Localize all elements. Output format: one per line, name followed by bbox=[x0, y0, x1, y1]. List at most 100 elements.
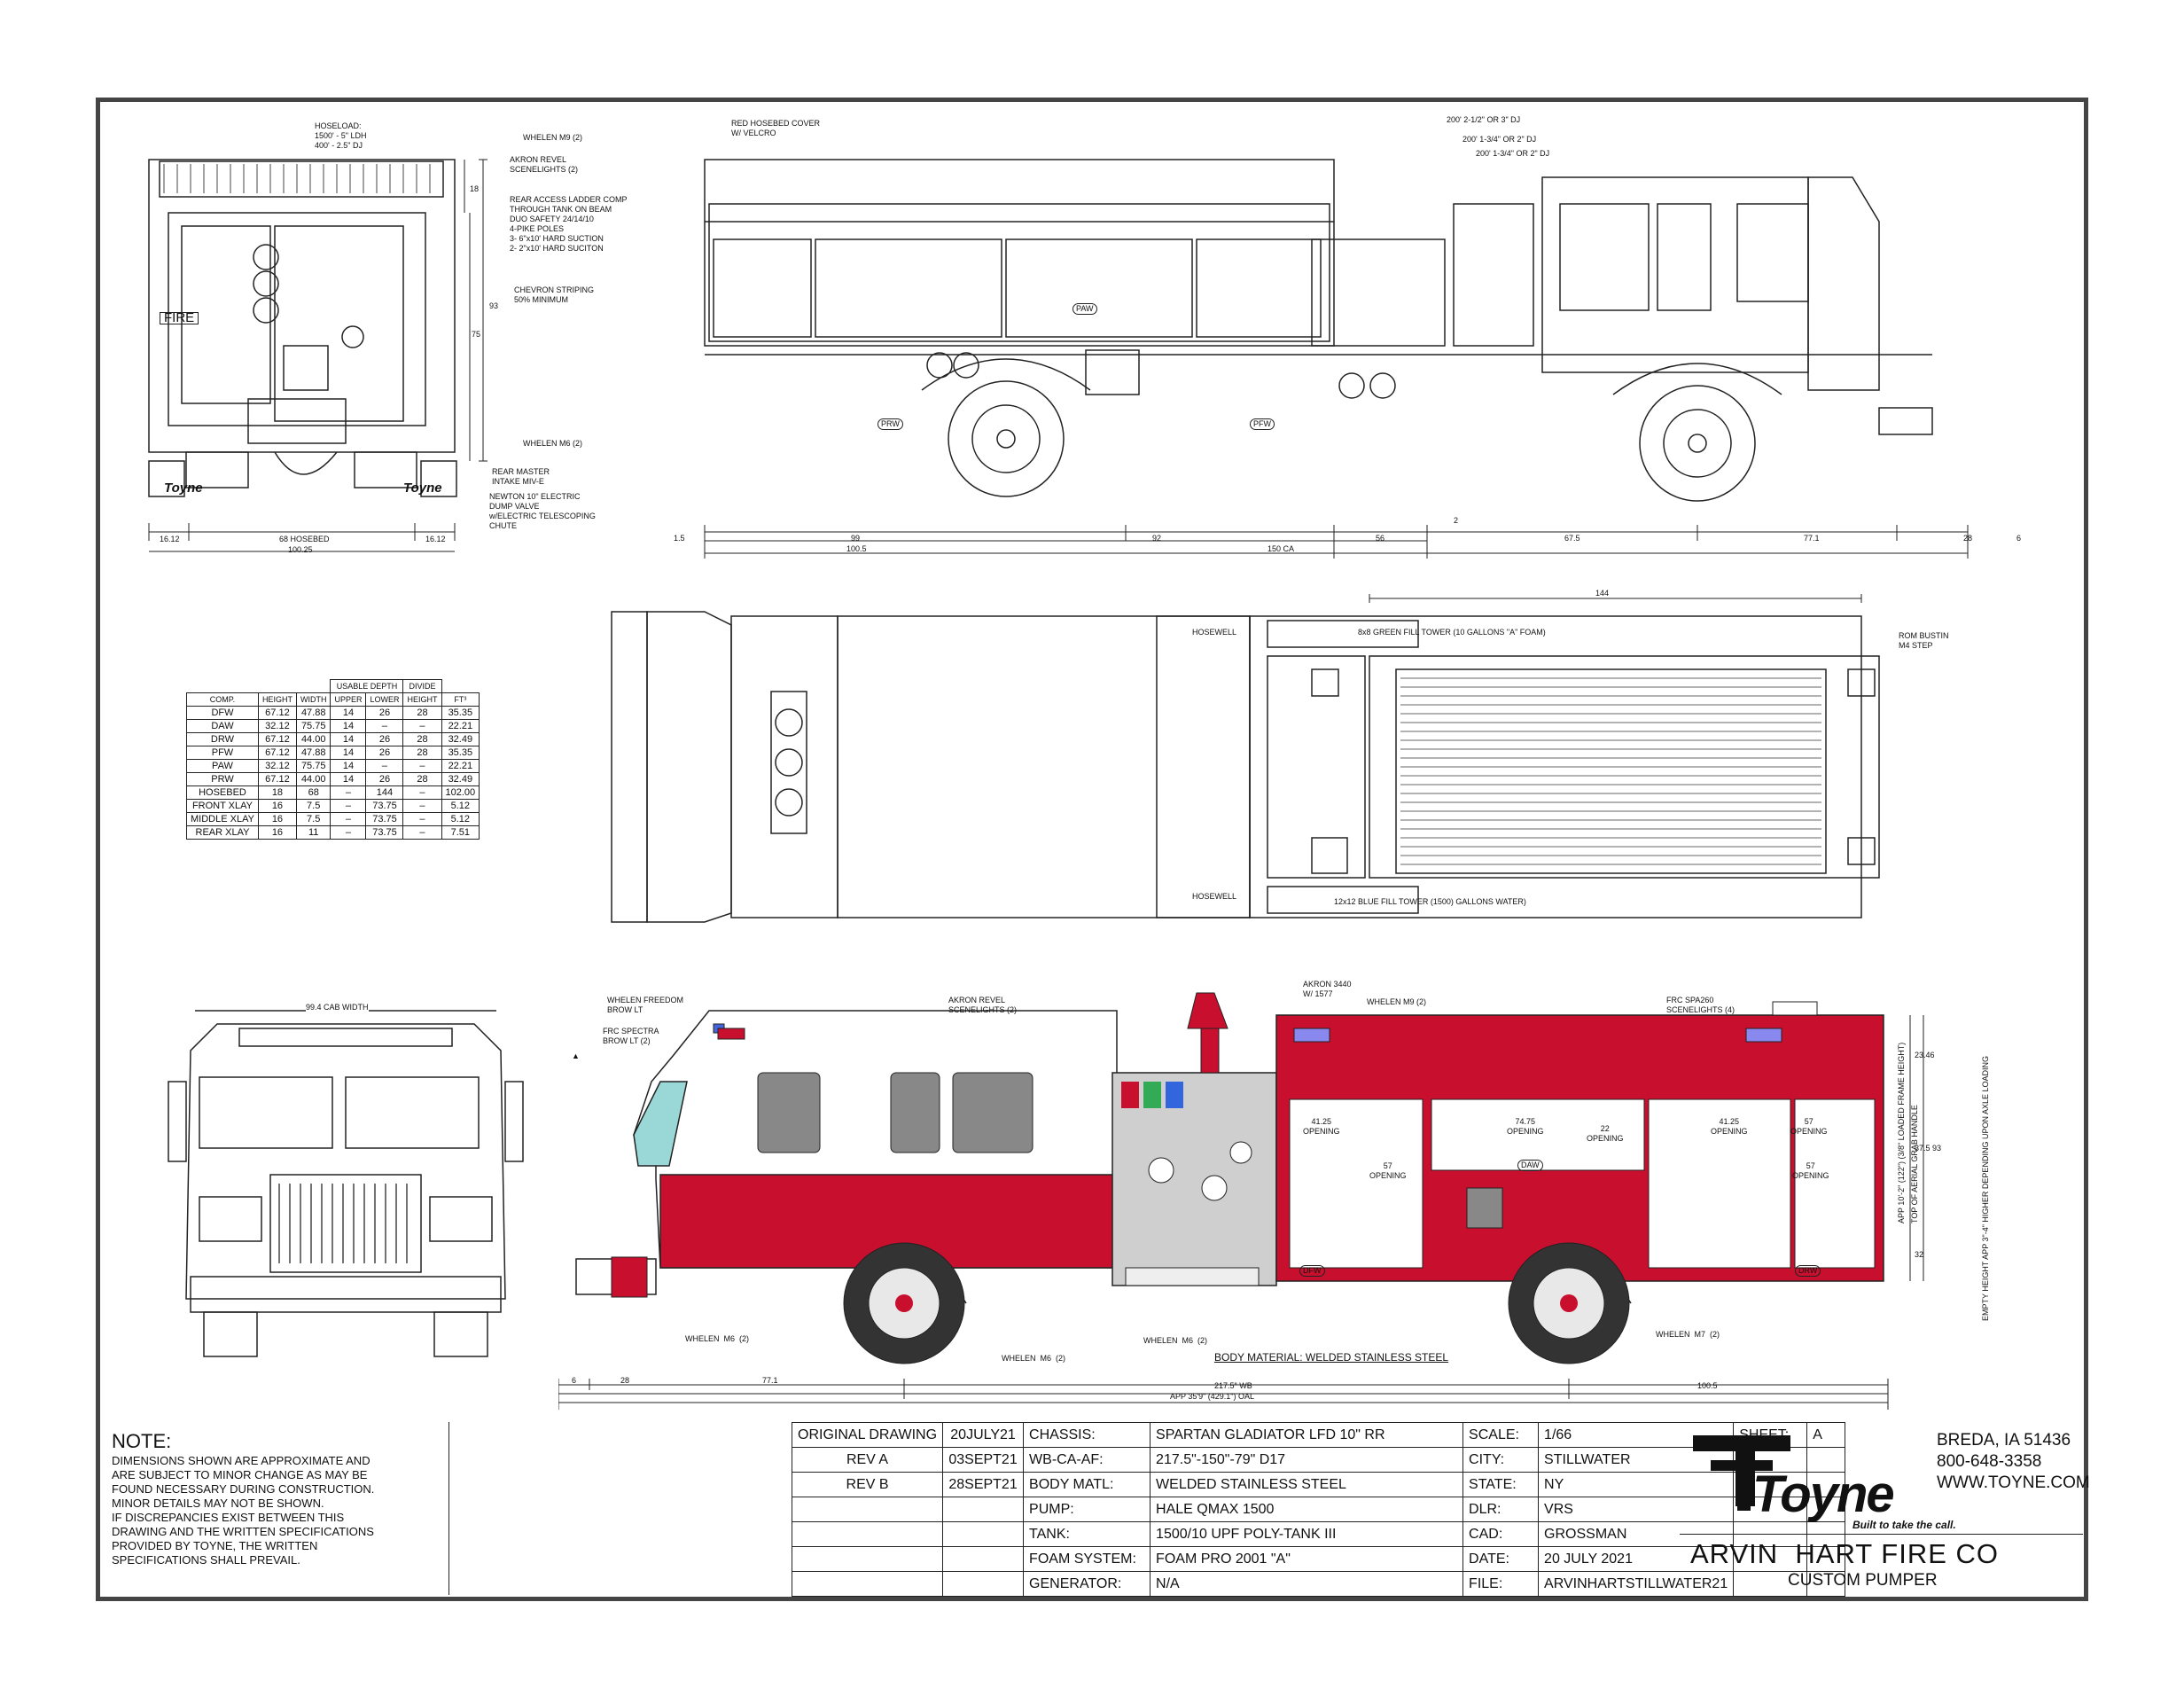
dim-16-12-right: 16.12 bbox=[425, 535, 446, 543]
table-cell: 16 bbox=[257, 812, 297, 826]
toyne-tagline: Built to take the call. bbox=[1852, 1519, 1956, 1531]
table-cell: – bbox=[402, 785, 442, 800]
rear-logo-right: Toyne bbox=[403, 481, 442, 496]
opening-2: 57 OPENING bbox=[1369, 1161, 1407, 1180]
table-cell: 7.51 bbox=[441, 825, 480, 840]
table-cell: 26 bbox=[365, 746, 404, 760]
title-block-cell bbox=[791, 1497, 944, 1522]
toyne-logo-mark bbox=[1693, 1435, 1790, 1511]
dim-bottom-wb: 217.5" WB bbox=[1214, 1381, 1252, 1390]
dim-28: 28 bbox=[1963, 534, 1973, 543]
dim-18: 18 bbox=[470, 184, 480, 193]
dim-100-25: 100.25 bbox=[288, 545, 313, 554]
table-cell: DFW bbox=[186, 706, 259, 720]
note-text: DIMENSIONS SHOWN ARE APPROXIMATE AND ARE… bbox=[112, 1454, 375, 1567]
rom-bustin-label: ROM BUSTIN M4 STEP bbox=[1899, 631, 1949, 650]
title-block-cell: A bbox=[1806, 1422, 1846, 1448]
table-cell: 16 bbox=[257, 799, 297, 813]
table-cell: 28 bbox=[402, 732, 442, 746]
dim-right-23-46: 23.46 bbox=[1915, 1051, 1935, 1059]
drw-tag: DRW bbox=[1795, 1265, 1821, 1277]
title-block-cell: 03SEPT21 bbox=[942, 1447, 1025, 1473]
dim-6: 6 bbox=[2016, 534, 2022, 543]
rear-access-label: REAR ACCESS LADDER COMP THROUGH TANK ON … bbox=[510, 195, 628, 253]
table-cell: – bbox=[365, 759, 404, 773]
table-cell: PAW bbox=[186, 759, 259, 773]
table-cell: – bbox=[402, 812, 442, 826]
dim-bottom-77-1: 77.1 bbox=[762, 1376, 778, 1385]
hoseload-label: HOSELOAD: 1500' - 5" LDH 400' - 2.5" DJ bbox=[315, 121, 367, 150]
cab-width-dim: 99.4 CAB WIDTH bbox=[306, 1003, 369, 1012]
whelen-m9-bottom-label: WHELEN M9 (2) bbox=[1367, 997, 1427, 1006]
dim-93: 93 bbox=[489, 301, 499, 310]
akron-3440-label: AKRON 3440 W/ 1577 bbox=[1303, 980, 1352, 998]
dj2-label: 200' 1-3/4" OR 2" DJ bbox=[1462, 135, 1537, 144]
table-header-cell: FT³ bbox=[441, 692, 480, 707]
table-header-cell: UPPER bbox=[330, 692, 367, 707]
toyne-logo-text: Toyne bbox=[1752, 1465, 1895, 1523]
akron-revel-bottom-label: AKRON REVEL SCENELIGHTS (2) bbox=[948, 996, 1018, 1014]
table-cell: REAR XLAY bbox=[186, 825, 259, 840]
dim-75: 75 bbox=[472, 330, 481, 339]
brand-web: WWW.TOYNE.COM bbox=[1937, 1473, 2090, 1492]
brand-divider bbox=[1680, 1534, 2083, 1535]
oal-dim: APP 35'9" (429.1") OAL bbox=[1170, 1392, 1254, 1401]
table-cell: – bbox=[402, 719, 442, 733]
dim-right-37-5: 37.5 bbox=[1915, 1144, 1930, 1153]
table-cell: 26 bbox=[365, 706, 404, 720]
table-cell: – bbox=[402, 799, 442, 813]
title-block-cell bbox=[942, 1497, 1025, 1522]
table-cell: 28 bbox=[402, 772, 442, 786]
dim-right-32: 32 bbox=[1915, 1250, 1924, 1259]
title-block-cell bbox=[1733, 1546, 1808, 1572]
dim-bottom-6: 6 bbox=[572, 1376, 577, 1385]
table-cell: 35.35 bbox=[441, 746, 480, 760]
table-cell: DRW bbox=[186, 732, 259, 746]
title-block-cell: STATE: bbox=[1462, 1472, 1540, 1497]
table-header-cell: HEIGHT bbox=[402, 692, 442, 707]
title-block-cell: FOAM SYSTEM: bbox=[1023, 1546, 1151, 1572]
dim-bottom-28: 28 bbox=[620, 1376, 630, 1385]
table-cell: 67.12 bbox=[257, 732, 297, 746]
table-cell: MIDDLE XLAY bbox=[186, 812, 259, 826]
title-block-cell: CHASSIS: bbox=[1023, 1422, 1151, 1448]
table-cell: PRW bbox=[186, 772, 259, 786]
table-cell: 18 bbox=[257, 785, 297, 800]
title-block-cell: REV A bbox=[791, 1447, 944, 1473]
title-block-cell: DLR: bbox=[1462, 1497, 1540, 1522]
table-cell: 14 bbox=[330, 772, 367, 786]
dim-hosebed: 68 HOSEBED bbox=[279, 535, 330, 543]
dfw-tag: DFW bbox=[1299, 1265, 1325, 1277]
cab-badge: ▲ bbox=[572, 1051, 580, 1060]
title-block-cell bbox=[791, 1546, 944, 1572]
table-cell: – bbox=[330, 812, 367, 826]
table-header-cell: COMP. bbox=[186, 692, 259, 707]
table-cell: – bbox=[402, 825, 442, 840]
whelen-m7-label: WHELEN M7 (2) bbox=[1656, 1330, 1720, 1339]
rear-view-drawing bbox=[148, 159, 488, 552]
table-cell: 67.12 bbox=[257, 746, 297, 760]
table-cell: – bbox=[402, 759, 442, 773]
brand-address: BREDA, IA 51436 bbox=[1937, 1431, 2071, 1450]
table-cell: 32.12 bbox=[257, 719, 297, 733]
table-cell: 5.12 bbox=[441, 799, 480, 813]
table-header-cell: DIVIDE bbox=[402, 679, 442, 693]
whelen-m6-b: WHELEN M6 (2) bbox=[1002, 1354, 1066, 1363]
title-block-cell: SPARTAN GLADIATOR LFD 10" RR bbox=[1150, 1422, 1464, 1448]
red-hosebed-label: RED HOSEBED COVER W/ VELCRO bbox=[731, 119, 821, 137]
plan-view-drawing bbox=[611, 594, 1880, 923]
dim-67-5: 67.5 bbox=[1564, 534, 1580, 543]
table-cell: 73.75 bbox=[365, 825, 404, 840]
dim-100-5: 100.5 bbox=[846, 544, 867, 553]
rear-master-label: REAR MASTER INTAKE MIV-E bbox=[492, 467, 550, 486]
fire-label: FIRE bbox=[160, 311, 199, 324]
table-header-row: COMP. HEIGHT WIDTH UPPER LOWER HEIGHT FT… bbox=[186, 692, 480, 707]
title-block-cell bbox=[791, 1521, 944, 1547]
dim-99: 99 bbox=[851, 534, 861, 543]
